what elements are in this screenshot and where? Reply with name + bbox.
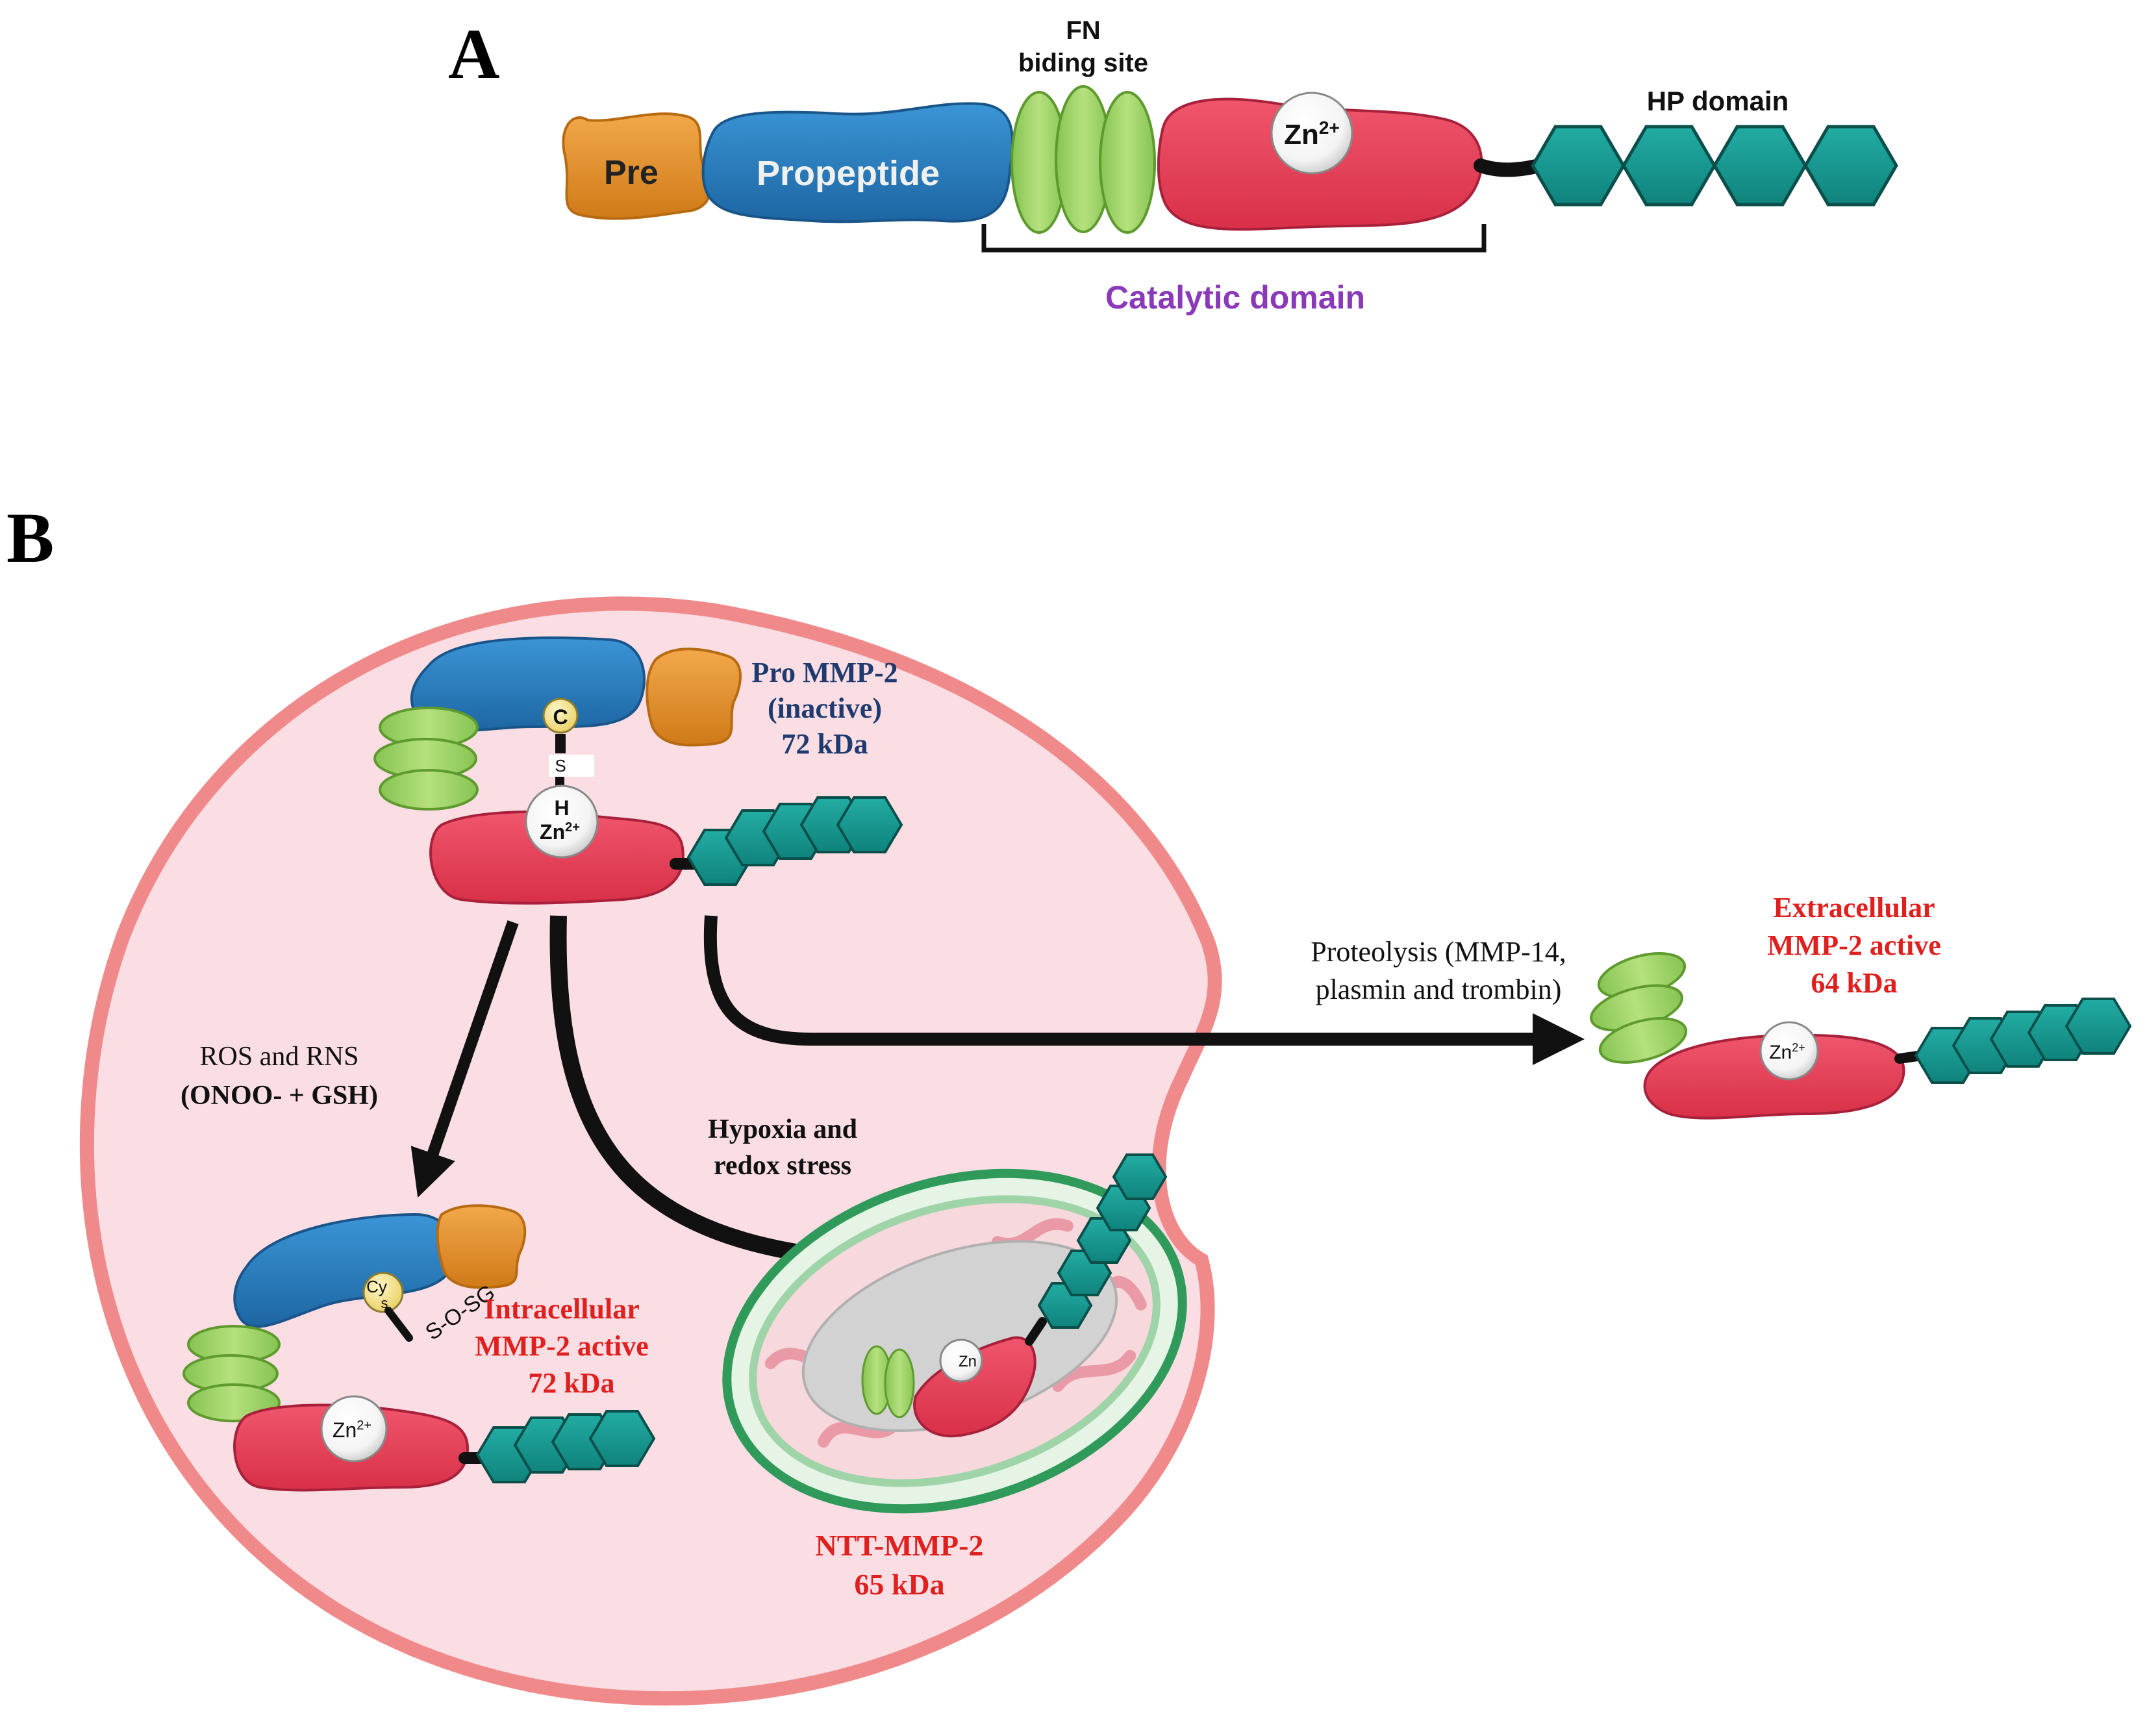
fn-label-line2: biding site: [1018, 49, 1148, 77]
ros-line1: ROS and RNS: [199, 1042, 358, 1072]
intracellular-line1: Intracellular: [484, 1293, 640, 1325]
intra-zn-label: Zn2+: [333, 1418, 371, 1442]
propeptide-domain: [701, 102, 1014, 223]
ntt-line1: NTT-MMP-2: [816, 1529, 984, 1562]
proteolysis-line2: plasmin and trombin): [1316, 974, 1562, 1005]
proteolysis-line1: Proteolysis (MMP-14,: [1311, 936, 1566, 968]
pro-c-label: C: [553, 705, 568, 729]
intra-zn-ion: [320, 1395, 388, 1463]
intra-hex-4: [588, 1410, 656, 1467]
hp-hexagon-3: [1713, 125, 1807, 207]
extracellular-mmp2-molecule: Zn2+: [1590, 952, 2132, 1120]
pro-mmp2-line2: (inactive): [768, 692, 882, 724]
pro-bond-top: [555, 734, 566, 753]
hp-hexagon-4: [1803, 125, 1898, 207]
zn-ion-a: [1270, 92, 1353, 175]
intracellular-line3: 72 kDa: [528, 1367, 614, 1399]
ros-line2: (ONOO- + GSH): [181, 1081, 378, 1111]
intra-sosg-bond: [384, 1307, 413, 1342]
panel-a-domain-chain: Pre Propeptide FN biding site Zn2+ HP do…: [562, 16, 1898, 316]
extracellular-line2: MMP-2 active: [1767, 929, 1941, 961]
hp-hexagon-2: [1622, 125, 1716, 207]
fn-label-line1: FN: [1066, 16, 1100, 45]
extracellular-line1: Extracellular: [1773, 892, 1935, 924]
pro-zn-charge: 2+: [565, 820, 580, 835]
pro-mmp2-line3: 72 kDa: [781, 728, 868, 760]
intracellular-mmp2-molecule: Cy s S-O-SG Zn2+: [182, 1204, 656, 1492]
arrow-to-extracellular: [703, 915, 1585, 1065]
pro-s-label: S: [555, 756, 566, 775]
ntt-zn-ion: [939, 1339, 983, 1383]
extra-hp-domain: [1914, 998, 2132, 1084]
extra-zn-text: Zn: [1769, 1042, 1792, 1063]
extra-hex-5: [2065, 998, 2132, 1055]
intra-pre: [436, 1204, 527, 1289]
ntt-zn-label: Zn: [959, 1353, 977, 1370]
hypoxia-line2: redox stress: [714, 1151, 851, 1181]
zn-charge-a: 2+: [1319, 118, 1340, 138]
ntt-fn-2: [884, 1348, 915, 1418]
pro-cysteine: [542, 698, 579, 734]
pro-s-box: [549, 755, 594, 777]
pre-domain: [562, 112, 712, 220]
extra-zn-ion: [1759, 1021, 1819, 1081]
pro-mmp2-line1: Pro MMP-2: [751, 657, 898, 688]
pro-hex-5: [836, 796, 903, 853]
intra-zn-charge: 2+: [357, 1418, 371, 1433]
catalytic-label: Catalytic domain: [1105, 279, 1365, 316]
arrow-to-intracellular: [410, 920, 519, 1198]
extra-fn-3: [1598, 1017, 1688, 1064]
intra-cysteine: [362, 1272, 404, 1313]
pro-h-label: H: [554, 796, 569, 820]
ntt-hex-5: [1112, 1153, 1168, 1200]
hinge-linker-a: [1474, 158, 1546, 177]
panel-b-letter: B: [6, 498, 54, 577]
extra-zn-charge: 2+: [1792, 1041, 1805, 1054]
panel-a-letter: A: [448, 14, 499, 94]
ntt-line2: 65 kDa: [854, 1568, 944, 1601]
intra-cys-label: Cy: [366, 1277, 387, 1296]
hp-domain: [1531, 125, 1898, 207]
pro-zn-text: Zn: [540, 820, 565, 844]
cell-membrane: [79, 596, 1222, 1706]
pre-label: Pre: [604, 154, 659, 192]
hp-hexagon-1: [1531, 125, 1626, 207]
hypoxia-line1: Hypoxia and: [708, 1114, 857, 1144]
intra-zn-text: Zn: [333, 1418, 357, 1442]
catalytic-bracket: [981, 224, 1487, 253]
extracellular-line3: 64 kDa: [1811, 967, 1897, 999]
fn-repeat-3: [1099, 91, 1156, 234]
intra-propeptide: [233, 1213, 456, 1328]
pro-zn-ion: [525, 785, 599, 859]
intracellular-line2: MMP-2 active: [475, 1330, 649, 1362]
zn-label-a: Zn2+: [1284, 118, 1340, 151]
intra-cys-s: s: [381, 1295, 388, 1311]
extra-zn-label: Zn2+: [1769, 1041, 1805, 1063]
pro-mmp2-molecule: C S H Zn2+: [373, 636, 903, 905]
ntt-mmp2-molecule: Zn: [861, 1153, 1168, 1438]
hp-label: HP domain: [1647, 86, 1789, 116]
pro-hp-domain: [686, 796, 903, 886]
propeptide-label: Propeptide: [757, 154, 940, 193]
ntt-linker: [1025, 1317, 1047, 1346]
pro-pre: [646, 648, 742, 747]
pro-zn-label: Zn2+: [540, 820, 580, 844]
intra-hp-domain: [475, 1410, 656, 1483]
pro-fn-3: [379, 769, 479, 811]
zn-text-a: Zn: [1284, 119, 1319, 151]
ntt-hp-domain: [1037, 1153, 1168, 1329]
